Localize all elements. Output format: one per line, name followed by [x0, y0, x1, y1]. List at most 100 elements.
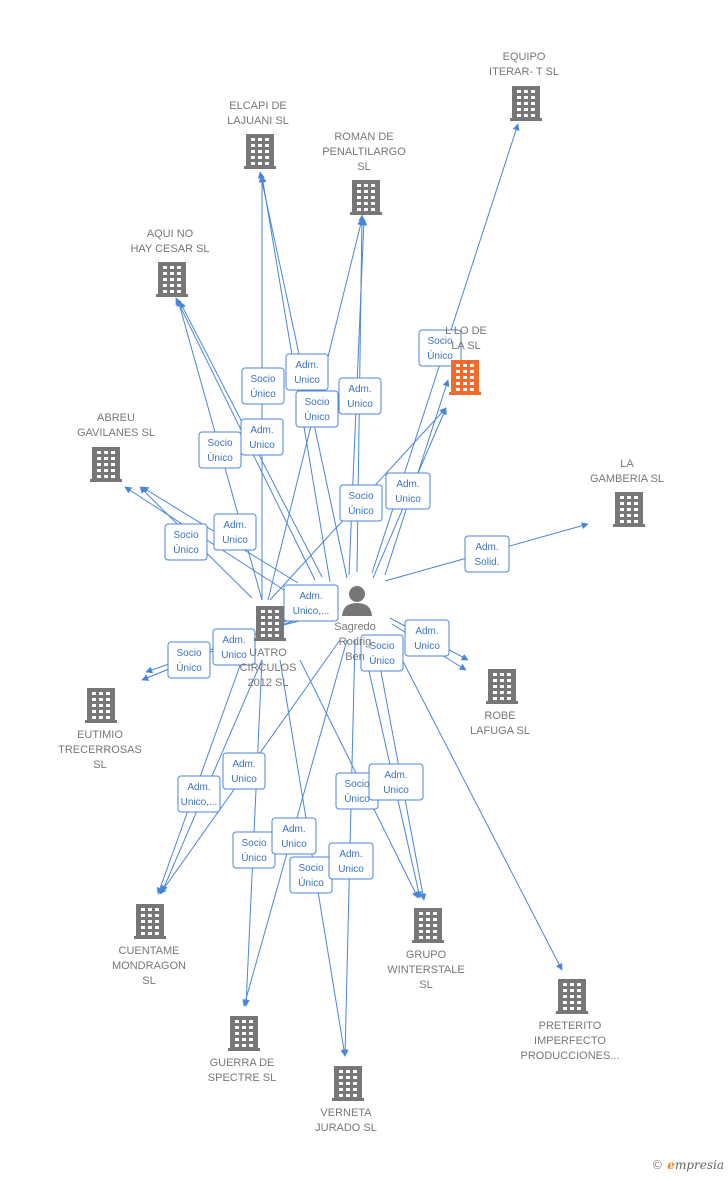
relation-text: Unico: [383, 785, 409, 796]
company-label: WINTERSTALE: [387, 964, 464, 976]
company-label: VERNETA: [320, 1107, 372, 1119]
relation-label-11[interactable]: Adm.Unico,...: [283, 584, 339, 622]
company-label: IMPERFECTO: [534, 1035, 606, 1047]
person-label: Ben: [345, 651, 365, 663]
empresia-logo: ©empresia: [651, 1158, 724, 1172]
company-label: ITERAR- T SL: [489, 66, 559, 78]
company-label: LA: [620, 458, 634, 470]
relation-label-9[interactable]: Adm. Unico: [213, 513, 257, 551]
building-icon: [510, 86, 542, 121]
company-node-abreu[interactable]: ABREU GAVILANES SL: [77, 412, 155, 482]
company-label: ABREU: [97, 412, 135, 424]
company-label: SL: [357, 161, 370, 173]
relation-text: Adm.: [223, 520, 246, 531]
company-label: SL: [142, 975, 155, 987]
company-label: EQUIPO: [503, 51, 546, 63]
company-label: ELCAPI DE: [229, 100, 286, 112]
brand-initial: e: [667, 1158, 675, 1172]
building-icon: [332, 1066, 364, 1101]
company-label: EUTIMIO: [77, 729, 123, 741]
relation-text: Socio: [207, 438, 232, 449]
building-icon: [556, 979, 588, 1014]
relation-text: Adm.: [396, 479, 419, 490]
company-node-lalo[interactable]: L LO DE LA SL: [445, 325, 487, 395]
company-label: PENALTILARGO: [322, 146, 406, 158]
company-label: HAY CESAR SL: [130, 243, 209, 255]
relation-text: Adm.: [222, 635, 245, 646]
relation-text: Adm.: [250, 425, 273, 436]
relation-text: Socio: [344, 779, 369, 790]
relation-text: Unico: [294, 375, 320, 386]
company-label: L LO DE: [445, 325, 487, 337]
relation-label-22[interactable]: Adm.Unico: [271, 817, 317, 855]
company-label: 2012 SL: [248, 677, 289, 689]
relation-text: Unico: [221, 650, 247, 661]
relation-label-10[interactable]: Adm.Solid.: [464, 535, 510, 573]
company-label: GAVILANES SL: [77, 427, 155, 439]
company-label: GRUPO: [406, 949, 447, 961]
building-icon: [613, 492, 645, 527]
relation-label-1[interactable]: Adm.Unico: [285, 353, 329, 391]
relation-text: Solid.: [474, 557, 499, 568]
company-label: AQUI NO: [147, 228, 194, 240]
relation-text: Adm.: [299, 591, 322, 602]
relation-label-14[interactable]: Adm.Unico: [404, 619, 450, 657]
relation-text: Unico: [222, 535, 248, 546]
company-node-verneta[interactable]: VERNETA JURADO SL: [315, 1066, 377, 1134]
brand-name: mpresia: [674, 1158, 724, 1172]
company-label: TRECERROSAS: [58, 744, 142, 756]
relation-label-7[interactable]: Adm.Unico: [385, 472, 431, 510]
company-node-equipo[interactable]: EQUIPO ITERAR- T SL: [489, 51, 559, 121]
relation-label-18[interactable]: Adm.Unico: [222, 752, 266, 790]
relation-label-5[interactable]: Adm.Unico: [240, 418, 284, 456]
relation-text: Único: [427, 349, 453, 362]
building-icon: [244, 134, 276, 169]
company-label: GUERRA DE: [210, 1057, 275, 1069]
company-label: LAFUGA SL: [470, 725, 530, 737]
company-label: SL: [419, 979, 432, 991]
company-label: LAJUANI SL: [227, 115, 289, 127]
edge-22: [391, 639, 563, 971]
relation-text: Único: [207, 451, 233, 464]
relation-text: Unico: [338, 864, 364, 875]
company-node-preterito[interactable]: PRETERITOIMPERFECTOPRODUCCIONES...: [520, 979, 620, 1062]
company-node-grupo[interactable]: GRUPO WINTERSTALE SL: [387, 908, 465, 991]
relation-text: Socio: [173, 530, 198, 541]
company-node-aquino[interactable]: AQUI NO HAY CESAR SL: [130, 228, 210, 297]
relation-text: Único: [304, 410, 330, 423]
person-icon: [342, 586, 372, 616]
relation-label-17[interactable]: Adm.Unico,...: [177, 775, 221, 813]
relation-label-24[interactable]: Adm. Unico: [328, 842, 374, 880]
person-label: Sagredo: [334, 621, 376, 633]
company-label: JURADO SL: [315, 1122, 377, 1134]
relation-text: Adm.: [415, 626, 438, 637]
company-node-elcapi[interactable]: ELCAPI DE LAJUANI SL: [227, 100, 289, 169]
relation-text: Único: [176, 661, 202, 674]
relation-label-20[interactable]: Adm.Unico: [368, 763, 424, 801]
relation-text: Socio: [427, 336, 452, 347]
relation-text: Adm.: [339, 849, 362, 860]
relation-label-13[interactable]: Adm. Unico: [212, 628, 256, 666]
relation-label-3[interactable]: Adm.Unico: [338, 377, 382, 415]
company-label: CUENTAME: [119, 945, 180, 957]
